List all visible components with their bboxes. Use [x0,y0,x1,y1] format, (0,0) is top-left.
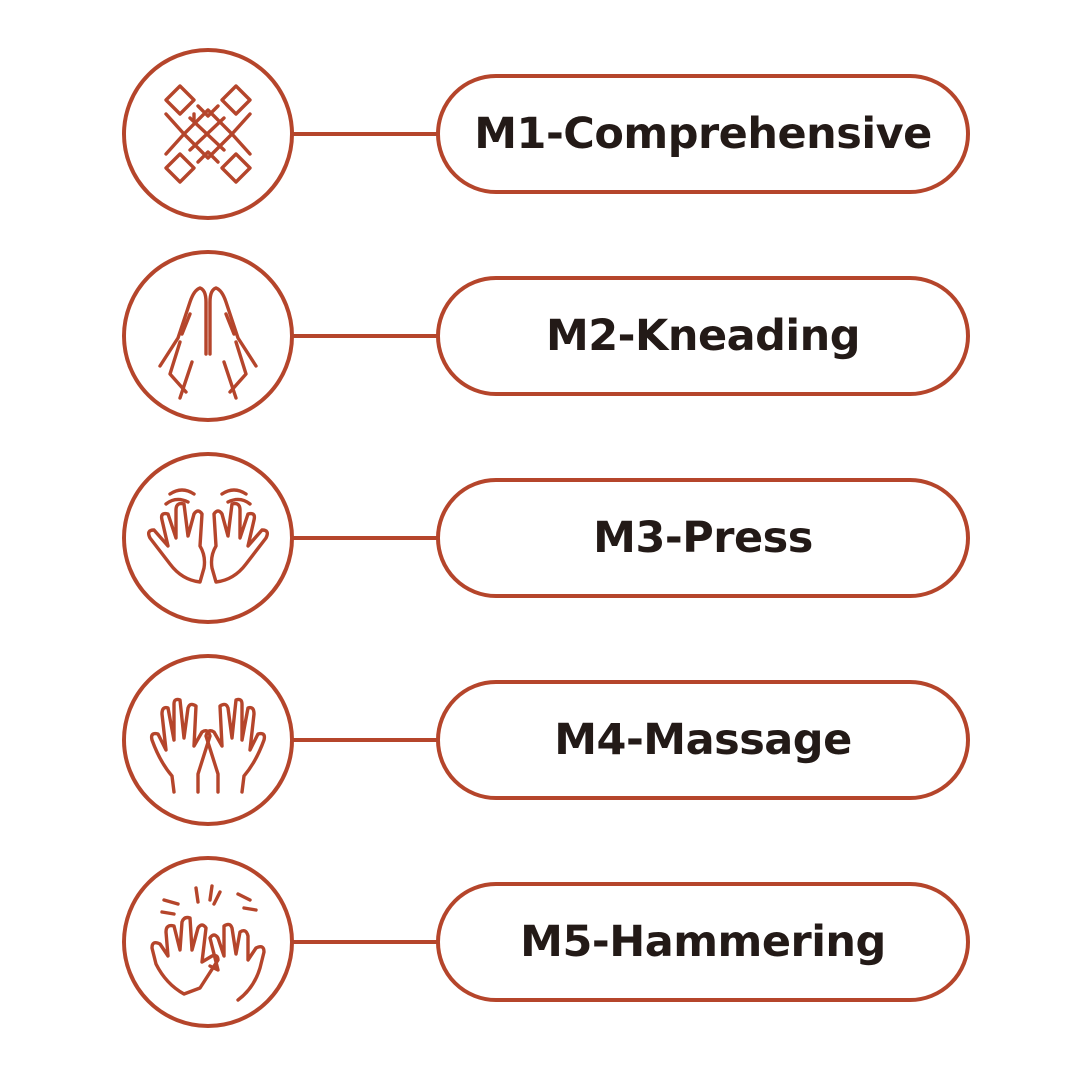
mode-label: M3-Press [593,513,813,563]
mode-button-m4[interactable]: M4-Massage [436,680,970,800]
praying-hands-icon [158,286,258,400]
mode-icon-circle [122,452,294,624]
open-hands-icon [149,697,267,794]
mode-item-m5[interactable]: M5-Hammering [0,856,1080,1036]
mode-item-m3[interactable]: M3-Press [0,452,1080,632]
tapping-hands-icon [150,884,266,1002]
mode-item-m1[interactable]: M1-Comprehensive [0,48,1080,228]
connector-line [292,334,438,338]
mode-icon-circle [122,250,294,422]
pressing-hands-icon [146,488,270,584]
diamond-grid-icon [164,84,252,184]
connector-line [292,536,438,540]
mode-button-m2[interactable]: M2-Kneading [436,276,970,396]
mode-label: M5-Hammering [520,917,886,967]
mode-icon-circle [122,48,294,220]
mode-button-m5[interactable]: M5-Hammering [436,882,970,1002]
mode-label: M2-Kneading [545,311,861,361]
mode-label: M1-Comprehensive [474,109,932,159]
connector-line [292,132,438,136]
mode-icon-circle [122,856,294,1028]
mode-icon-circle [122,654,294,826]
mode-item-m2[interactable]: M2-Kneading [0,250,1080,430]
mode-label: M4-Massage [554,715,852,765]
mode-item-m4[interactable]: M4-Massage [0,654,1080,834]
mode-button-m1[interactable]: M1-Comprehensive [436,74,970,194]
connector-line [292,940,438,944]
connector-line [292,738,438,742]
mode-button-m3[interactable]: M3-Press [436,478,970,598]
